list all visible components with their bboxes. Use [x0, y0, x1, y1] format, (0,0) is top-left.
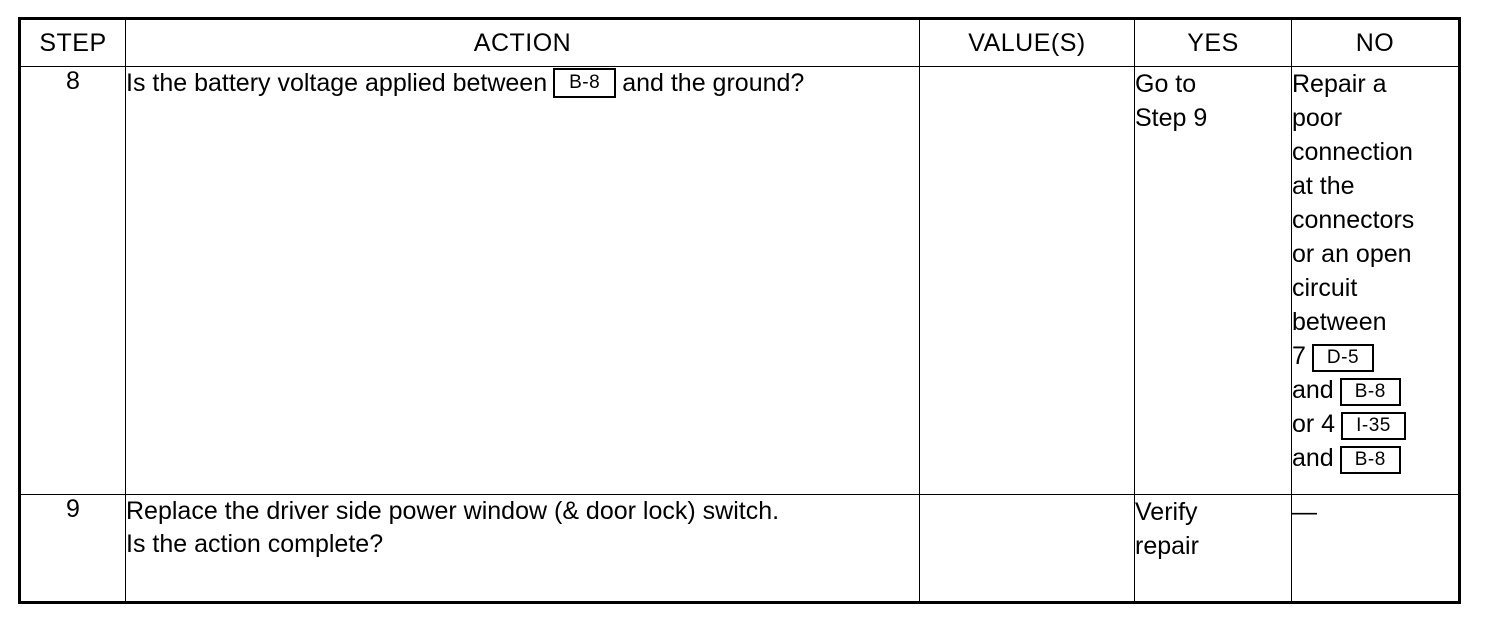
yes-cell: Go to Step 9 [1134, 66, 1292, 495]
no-line-dash: — [1292, 498, 1317, 526]
yes-cell: Verify repair [1134, 494, 1292, 603]
column-header-value: VALUE(S) [919, 18, 1135, 67]
table-row: 9 Replace the driver side power window (… [19, 494, 1460, 603]
table-row: 8 Is the battery voltage applied between… [19, 66, 1460, 495]
step-number-cell: 8 [19, 66, 126, 495]
step-number-cell: 9 [19, 494, 126, 603]
value-cell [919, 66, 1135, 495]
step-number: 8 [66, 67, 80, 95]
no-line-prefix: 7 [1292, 342, 1306, 370]
column-header-step: STEP [19, 18, 126, 67]
connector-ref-d5: D-5 [1311, 344, 1375, 372]
action-line: Replace the driver side power window (& … [126, 497, 780, 525]
no-line-prefix: and [1292, 376, 1334, 404]
no-cell: — [1291, 494, 1460, 603]
yes-line: repair [1135, 532, 1199, 560]
no-line: circuit [1292, 274, 1358, 302]
step-number: 9 [66, 495, 80, 523]
no-line: Repair a [1292, 70, 1387, 98]
connector-ref-b8: B-8 [553, 68, 617, 98]
connector-ref-i35: I-35 [1341, 412, 1406, 440]
no-line: connectors [1292, 206, 1415, 234]
table-header-row: STEP ACTION VALUE(S) YES NO [19, 18, 1460, 67]
no-cell: Repair a poor connection at the connecto… [1291, 66, 1460, 495]
no-line: between [1292, 308, 1387, 336]
no-line-prefix: and [1292, 444, 1334, 472]
no-line: connection [1292, 138, 1413, 166]
column-header-action: ACTION [125, 18, 920, 67]
no-line-prefix: or 4 [1292, 410, 1336, 438]
action-line: Is the action complete? [126, 530, 384, 558]
value-cell [919, 494, 1135, 603]
yes-line: Go to [1135, 70, 1197, 98]
action-text-after: and the ground? [622, 69, 805, 97]
no-line: poor [1292, 104, 1343, 132]
connector-ref-b8: B-8 [1339, 446, 1401, 474]
yes-line: Step 9 [1135, 104, 1208, 132]
action-cell: Replace the driver side power window (& … [125, 494, 920, 603]
connector-ref-b8: B-8 [1339, 378, 1401, 406]
no-line: at the [1292, 172, 1355, 200]
yes-line: Verify [1135, 498, 1198, 526]
no-line: or an open [1292, 240, 1412, 268]
column-header-yes: YES [1134, 18, 1292, 67]
action-text-before: Is the battery voltage applied between [126, 69, 548, 97]
column-header-no: NO [1291, 18, 1460, 67]
diagnostic-step-table: STEP ACTION VALUE(S) YES NO 8 Is the bat… [18, 17, 1461, 604]
